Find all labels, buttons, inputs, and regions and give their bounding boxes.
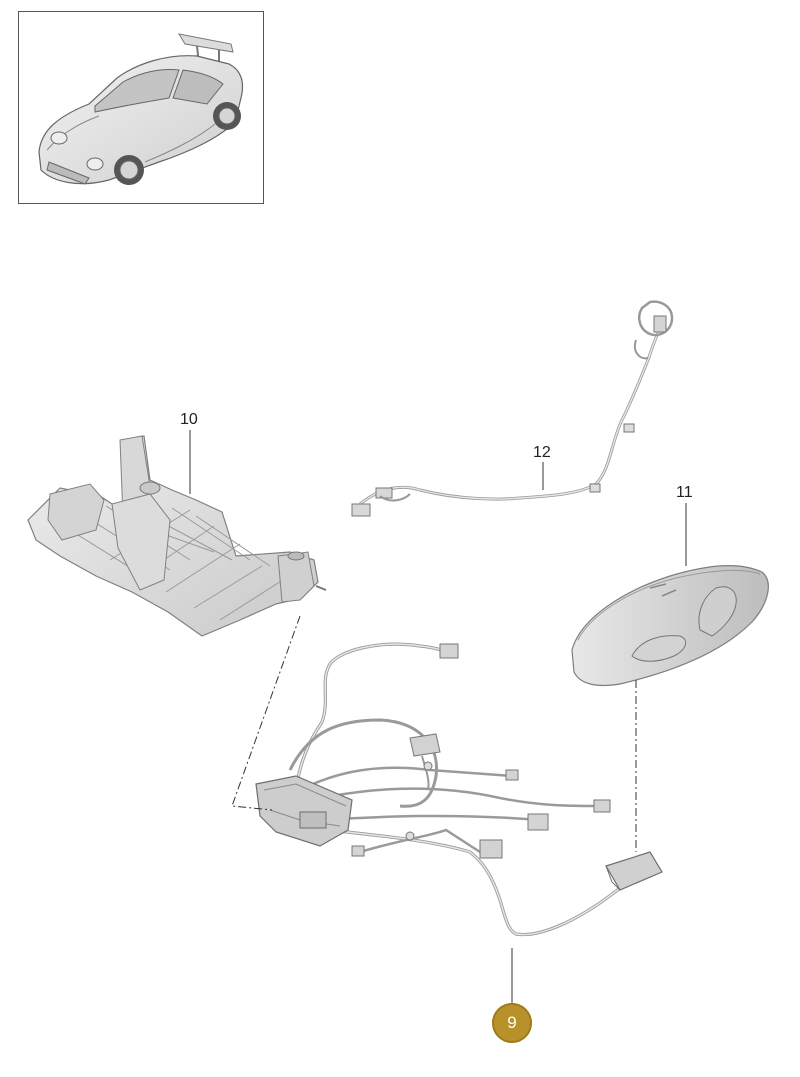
part-wiring-harness-cable[interactable]	[351, 300, 674, 517]
callout-10[interactable]: 10	[180, 411, 198, 428]
car-icon	[38, 33, 244, 185]
part-seat-wiring-harness[interactable]	[255, 642, 663, 937]
part-seat-switch-panel[interactable]	[571, 565, 769, 687]
vehicle-thumbnail[interactable]	[18, 11, 264, 204]
callout-9-highlighted[interactable]: 9	[492, 1003, 532, 1043]
callout-9-label: 9	[507, 1013, 517, 1032]
leader-lines	[189, 430, 687, 1003]
callout-11[interactable]: 11	[676, 484, 693, 501]
callout-12[interactable]: 12	[533, 444, 551, 461]
part-seat-frame[interactable]	[27, 435, 327, 637]
